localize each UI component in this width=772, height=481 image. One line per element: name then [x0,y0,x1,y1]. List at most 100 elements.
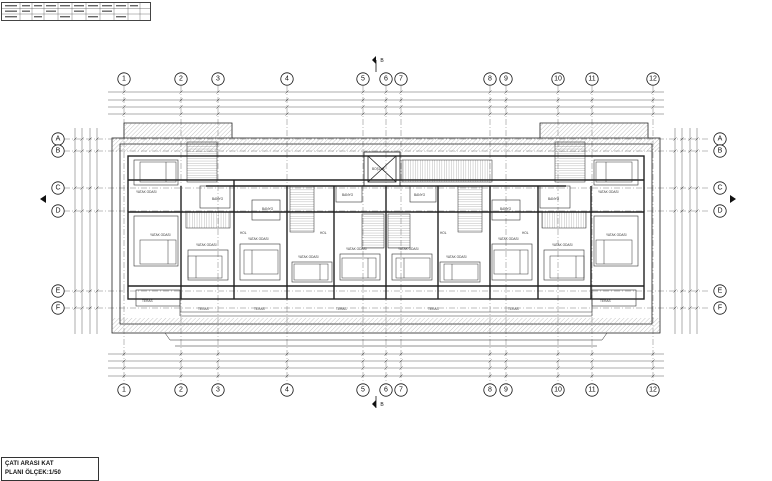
grid-bubble-bottom-1: 1 [117,383,131,397]
side-dimension-lines [74,128,698,334]
grid-bubble-top-label: 1 [122,76,126,83]
grid-bubble-bottom-circle [551,383,565,397]
grid-bubble-left-label: D [55,208,60,215]
grid-bubble-bottom-label: 7 [399,387,403,394]
grid-bubble-bottom-9: 9 [499,383,513,397]
grid-bubbles-right: AB C D E F [713,132,727,315]
room-label-yatak-10: YATAK ODASI [446,255,467,259]
grid-bubble-left-label: B [56,148,61,155]
grid-bubble-bottom-label: 5 [361,387,365,394]
grid-bubble-left-circle [51,301,65,315]
roof-hatch-right-wing [540,123,648,138]
roof-hatch-bottom [112,318,660,332]
grid-bubble-bottom-label: 3 [216,387,220,394]
room-label-yatak-4: YATAK ODASI [606,233,627,237]
grid-bubble-bottom-circle [117,383,131,397]
thin-walls [133,159,639,307]
grid-bubble-top-circle [174,72,188,86]
grid-bubble-bottom-7: 7 [394,383,408,397]
grid-bubble-top-label: 5 [361,76,365,83]
section-mark-top-label: B [380,58,384,64]
grid-bubble-bottom-circle [394,383,408,397]
grid-bubble-bottom-label: 8 [488,387,492,394]
grid-bubble-left-circle [51,204,65,218]
grid-bubble-right-circle [713,301,727,315]
grid-bubble-right-B: B [713,144,727,158]
grid-bubble-bottom-circle [174,383,188,397]
room-label-banyo-1: BANYO [212,197,224,201]
grid-bubble-bottom-8: 8 [483,383,497,397]
grid-bubble-bottom-label: 1 [122,387,126,394]
grid-bubble-right-E: E [713,284,727,298]
grid-bubble-right-label: F [718,305,722,312]
terrace-railings [179,299,593,317]
section-mark-bottom-label: B [380,402,384,408]
legend-grid [2,3,150,20]
grid-bubble-bottom-circle [379,383,393,397]
grid-bubble-top-label: 9 [504,76,508,83]
room-label-yatak-3: YATAK ODASI [150,233,171,237]
grid-bubble-top-5: 5 [356,72,370,86]
grid-bubble-left-label: E [56,288,61,295]
legend-table [1,2,151,21]
grid-bubble-top-circle [646,72,660,86]
grid-bubble-top-label: 12 [649,76,657,83]
grid-bubble-left-F: F [51,301,65,315]
grid-bubble-bottom-12: 12 [646,383,660,397]
room-label-yatak-12: YATAK ODASI [552,243,573,247]
grid-bubble-bottom-label: 12 [649,387,657,394]
room-label-teras-7: TERAS [600,299,611,303]
grid-bubble-bottom-circle [483,383,497,397]
grid-bubble-bottom-circle [211,383,225,397]
grid-bubble-left-E: E [51,284,65,298]
grid-bubble-right-label: D [717,208,722,215]
drawing-scale: PLANI ÖLÇEK:1/50 [5,470,61,476]
room-label-hol-2: HOL [522,231,529,235]
room-label-hol-1: HOL [240,231,247,235]
grid-bubble-top-label: 11 [588,76,595,83]
section-mark-bottom: B [372,396,384,408]
grid-bubble-top-4: 4 [280,72,294,86]
grid-bubble-right-C: C [713,181,727,195]
title-block: ÇATI ARASI KAT PLANI ÖLÇEK:1/50 [1,457,99,481]
grid-bubble-right-circle [713,284,727,298]
central-void [363,151,401,187]
grid-bubble-bottom-label: 4 [285,387,289,394]
grid-bubble-top-10: 10 [551,72,565,86]
grid-bubble-top-circle [280,72,294,86]
drawing-title: ÇATI ARASI KAT [5,461,54,467]
grid-bubble-right-circle [713,144,727,158]
grid-bubble-top-7: 7 [394,72,408,86]
room-label-yatak-11: YATAK ODASI [498,237,519,241]
grid-bubble-top-label: 2 [179,76,183,83]
grid-bubble-top-label: 6 [384,76,388,83]
grid-bubble-bottom-4: 4 [280,383,294,397]
grid-bubble-top-circle [551,72,565,86]
grid-bubble-top-1: 1 [117,72,131,86]
grid-bubble-bottom-circle [646,383,660,397]
grid-bubble-top-circle [499,72,513,86]
grid-bubble-bottom-label: 2 [179,387,183,394]
section-arrow-left [40,195,46,203]
grid-bubble-top-circle [356,72,370,86]
room-label-yatak-8: YATAK ODASI [346,247,367,251]
room-label-teras-5: TERAS [428,307,439,311]
grid-bubble-right-label: A [718,136,723,143]
room-label-yatak-1: YATAK ODASI [136,190,157,194]
grid-bubble-top-circle [585,72,599,86]
beds [139,161,633,281]
grid-bubble-right-label: E [718,288,723,295]
grid-bubble-top-2: 2 [174,72,188,86]
room-label-teras-6: TERAS [508,307,519,311]
grid-bubble-top-8: 8 [483,72,497,86]
grid-bubble-top-label: 4 [285,76,289,83]
grid-bubble-left-circle [51,144,65,158]
grid-bubble-top-label: 3 [216,76,220,83]
grid-bubble-bottom-circle [356,383,370,397]
grid-bubble-top-6: 6 [379,72,393,86]
grid-bubble-left-label: C [55,185,60,192]
grid-bubble-bottom-5: 5 [356,383,370,397]
